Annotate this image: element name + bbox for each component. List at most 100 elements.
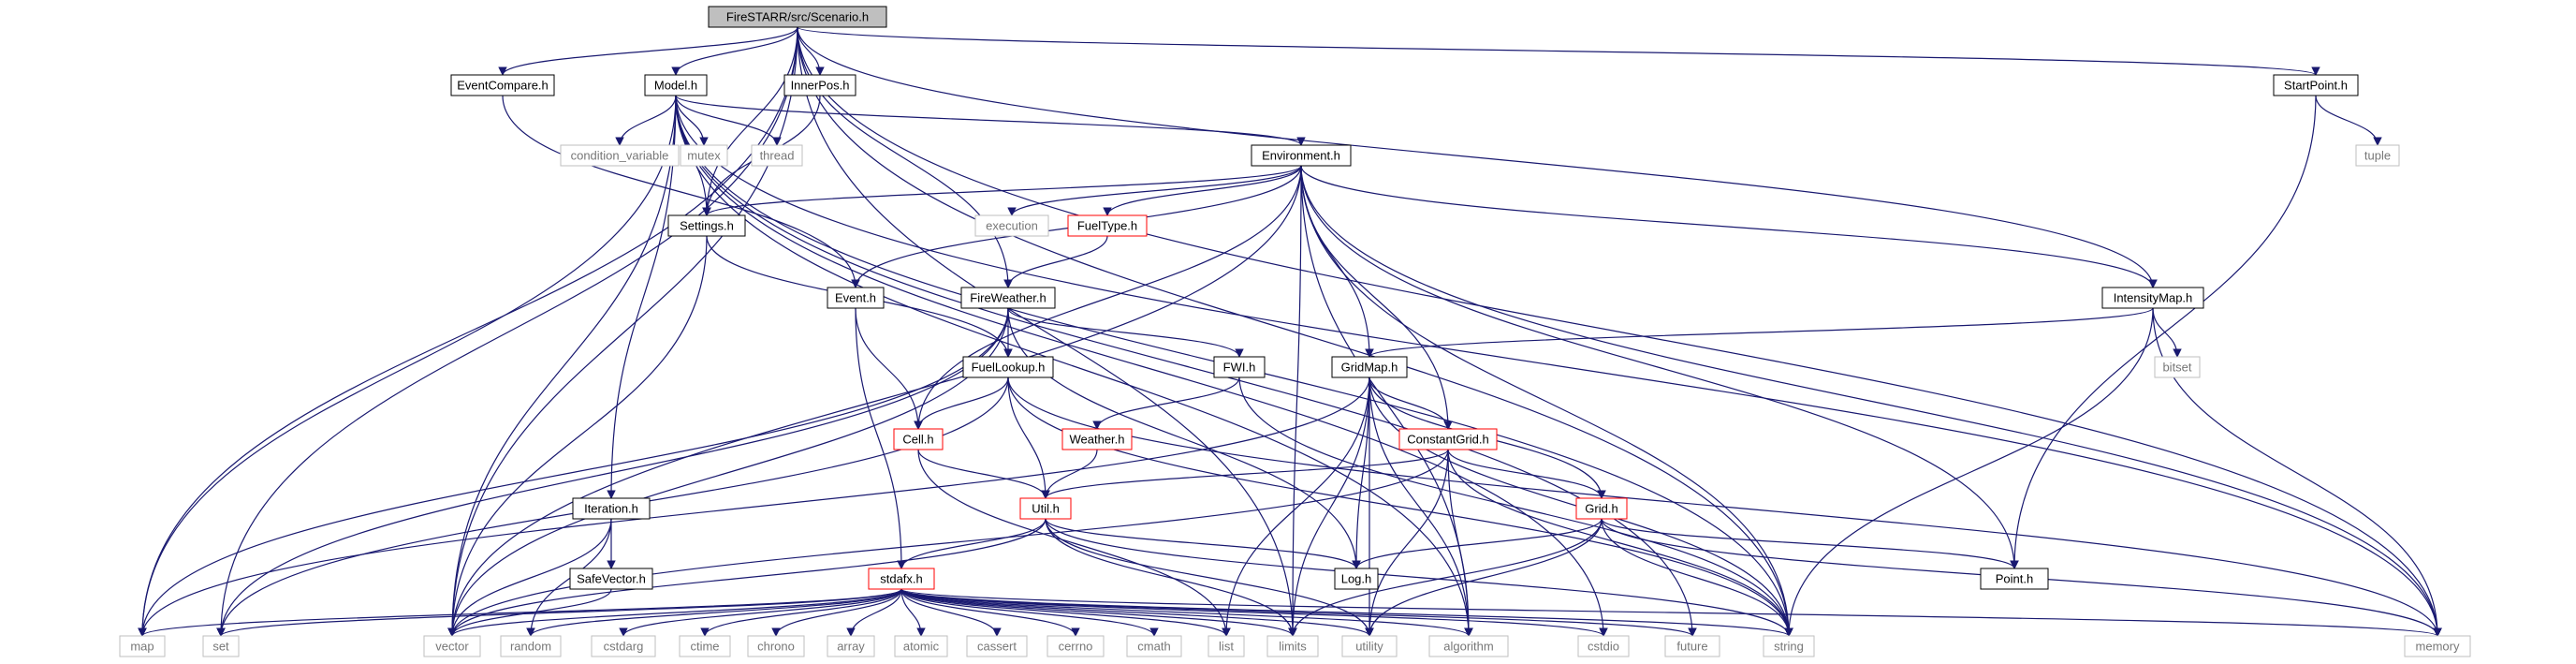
node-label-util: Util.h [1032, 501, 1060, 515]
node-box-condvar [560, 144, 680, 167]
edge-cell-to-util [917, 449, 1050, 499]
edge-gridmap-to-map [138, 376, 1370, 637]
node-fwi[interactable]: FWI.h [1213, 356, 1266, 378]
node-label-intensitymap: IntensityMap.h [2114, 290, 2193, 304]
edge-root-to-memory [797, 26, 2442, 637]
node-gridmap[interactable]: GridMap.h [1331, 356, 1408, 378]
node-box-tuple [2355, 144, 2400, 167]
edge-stdafx-to-algorithm [900, 588, 1473, 637]
node-box-cstdarg [591, 635, 656, 657]
node-intensitymap[interactable]: IntensityMap.h [2101, 287, 2204, 309]
node-box-ctime [679, 635, 731, 657]
node-bitset: bitset [2154, 356, 2201, 378]
edge-stdafx-to-memory [900, 588, 2442, 637]
node-atomic: atomic [894, 635, 948, 657]
edge-constantgrid-to-string [1447, 449, 1793, 637]
edge-stdafx-to-vector [447, 588, 902, 637]
node-weather[interactable]: Weather.h [1061, 428, 1133, 450]
node-label-mutex: mutex [687, 148, 721, 162]
node-label-grid: Grid.h [1585, 501, 1617, 515]
node-box-grid [1575, 497, 1628, 520]
edge-fuellookup-to-util [1007, 376, 1050, 499]
edge-fwi-to-string [1238, 376, 1793, 637]
node-utility: utility [1341, 635, 1398, 657]
edge-grid-to-log [1352, 518, 1603, 569]
node-box-model [644, 74, 708, 96]
edge-model-to-cstdio [675, 95, 1608, 637]
node-stdafx[interactable]: stdafx.h [868, 568, 935, 590]
node-set: set [202, 635, 240, 657]
node-root[interactable]: FireSTARR/src/Scenario.h [708, 6, 887, 28]
node-constantgrid[interactable]: ConstantGrid.h [1398, 428, 1498, 450]
node-label-log: Log.h [1341, 571, 1372, 585]
edge-util-to-utility [1045, 518, 1374, 637]
node-grid[interactable]: Grid.h [1575, 497, 1628, 520]
edge-environment-to-settings [702, 165, 1302, 216]
node-box-string [1763, 635, 1815, 657]
edge-root-to-intensitymap [797, 26, 2158, 288]
node-thread: thread [751, 144, 803, 167]
node-cmath: cmath [1126, 635, 1182, 657]
edge-root-to-string [797, 26, 1793, 637]
node-label-fuellookup: FuelLookup.h [972, 360, 1046, 374]
node-list: list [1208, 635, 1245, 657]
node-mutex: mutex [680, 144, 728, 167]
node-box-fireweather [960, 287, 1056, 309]
node-label-fueltype: FuelType.h [1077, 218, 1137, 232]
edge-eventcompare-to-event [502, 95, 860, 288]
node-innerpos[interactable]: InnerPos.h [783, 74, 856, 96]
node-tuple: tuple [2355, 144, 2400, 167]
node-box-array [827, 635, 875, 657]
node-box-intensitymap [2101, 287, 2204, 309]
node-box-bitset [2154, 356, 2201, 378]
node-box-set [202, 635, 240, 657]
node-fueltype[interactable]: FuelType.h [1067, 214, 1148, 237]
node-cell[interactable]: Cell.h [893, 428, 944, 450]
node-startpoint[interactable]: StartPoint.h [2273, 74, 2359, 96]
edge-stdafx-to-cerrno [900, 588, 1080, 637]
node-label-innerpos: InnerPos.h [791, 78, 850, 92]
node-iteration[interactable]: Iteration.h [572, 497, 651, 520]
edge-root-to-model [671, 26, 798, 76]
node-util[interactable]: Util.h [1019, 497, 1072, 520]
node-eventcompare[interactable]: EventCompare.h [450, 74, 555, 96]
edge-stdafx-to-string [900, 588, 1793, 637]
node-fireweather[interactable]: FireWeather.h [960, 287, 1056, 309]
node-label-execution: execution [986, 218, 1038, 232]
node-safevector[interactable]: SafeVector.h [569, 568, 653, 590]
node-label-map: map [130, 639, 154, 653]
edge-model-to-algorithm [675, 95, 1473, 637]
node-event[interactable]: Event.h [827, 287, 885, 309]
node-label-stdafx: stdafx.h [880, 571, 923, 585]
edge-fireweather-to-set [216, 307, 1009, 637]
edge-gridmap-to-list [1222, 376, 1370, 637]
node-model[interactable]: Model.h [644, 74, 708, 96]
node-label-bitset: bitset [2162, 360, 2191, 374]
edge-stdafx-to-cmath [900, 588, 1159, 637]
node-box-mutex [680, 144, 728, 167]
node-point[interactable]: Point.h [1980, 568, 2049, 590]
edge-stdafx-to-limits [900, 588, 1297, 637]
node-label-startpoint: StartPoint.h [2284, 78, 2348, 92]
node-label-environment: Environment.h [1262, 148, 1340, 162]
edge-intensitymap-to-gridmap [1365, 307, 2154, 358]
node-settings[interactable]: Settings.h [667, 214, 746, 237]
node-box-constantgrid [1398, 428, 1498, 450]
edge-stdafx-to-chrono [771, 588, 902, 637]
edge-fireweather-to-log [1007, 307, 1361, 569]
edge-environment-to-algorithm [1300, 165, 1473, 637]
node-fuellookup[interactable]: FuelLookup.h [962, 356, 1054, 378]
edge-util-to-limits [1045, 518, 1297, 637]
node-box-eventcompare [450, 74, 555, 96]
node-label-settings: Settings.h [680, 218, 734, 232]
edge-root-to-set [216, 26, 798, 637]
edge-root-to-eventcompare [498, 26, 798, 76]
node-box-stdafx [868, 568, 935, 590]
node-log[interactable]: Log.h [1334, 568, 1379, 590]
node-box-map [119, 635, 166, 657]
edge-constantgrid-to-grid [1447, 449, 1606, 499]
edge-stdafx-to-list [900, 588, 1231, 637]
node-environment[interactable]: Environment.h [1251, 144, 1352, 167]
edge-gridmap-to-log [1352, 376, 1370, 569]
